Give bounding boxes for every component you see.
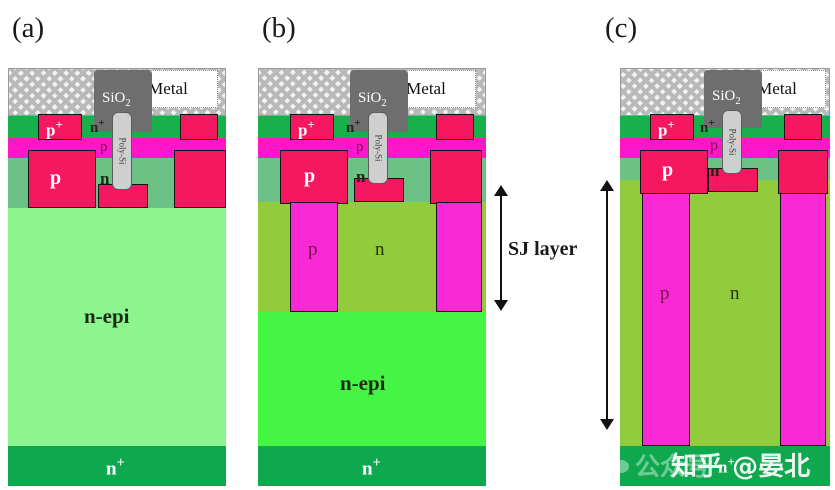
n-epi-region-b xyxy=(258,312,486,446)
pplus-contact-right-c xyxy=(784,114,822,140)
tag-p-strip-b: p xyxy=(356,139,364,155)
tag-pplus-a: p+ xyxy=(46,118,63,140)
tag-n-epi-b: n-epi xyxy=(340,371,386,395)
tag-pplus-b: p+ xyxy=(298,118,315,140)
tag-p-body-c: p xyxy=(662,159,674,181)
pplus-contact-right-a xyxy=(180,114,218,140)
tag-sj-p-c: p xyxy=(660,283,670,304)
pplus-contact-c xyxy=(650,114,694,140)
arrow-shaft-c xyxy=(606,189,608,421)
arrow-head-down-c xyxy=(600,419,614,430)
panel-b: (b) Metal SiO2 Poly-Si p+ n+ p p n p n n… xyxy=(250,0,500,490)
arrow-head-down-b xyxy=(494,300,508,311)
tag-p-body-a: p xyxy=(50,167,62,189)
p-body-box-right-b xyxy=(430,150,482,204)
p-body-box-a xyxy=(28,150,96,208)
n-epi-region-a xyxy=(8,208,226,446)
nplus-substrate-c xyxy=(620,446,830,486)
sj-p-pillar-left-b xyxy=(290,202,338,312)
p-body-box-right-c xyxy=(778,150,828,194)
tag-sj-p-b: p xyxy=(308,239,318,260)
oxide-label-text-b: SiO2 xyxy=(358,90,387,109)
arrow-head-up-b xyxy=(494,185,508,196)
tag-substrate-a: n+ xyxy=(106,455,125,480)
p-body-box-right-a xyxy=(174,150,226,208)
arrow-head-up-c xyxy=(600,180,614,191)
sj-p-pillar-right-b xyxy=(436,202,482,312)
tag-nplus-top-a: n+ xyxy=(90,117,105,136)
oxide-label-a: SiO2 xyxy=(102,90,131,109)
tag-p-strip-c: p xyxy=(710,137,718,154)
arrow-shaft-b xyxy=(500,194,502,302)
tag-n-region-b: n xyxy=(356,167,366,186)
sj-p-pillar-right-c xyxy=(780,150,826,446)
panel-c: (c) Metal SiO2 Poly-Si p+ n+ p p n p xyxy=(500,0,835,490)
nplus-substrate-a xyxy=(8,446,226,486)
tag-substrate-c: n+ xyxy=(718,455,735,477)
device-cross-section-b: Metal SiO2 Poly-Si p+ n+ p p n p n n-epi… xyxy=(258,68,486,486)
nplus-substrate-b xyxy=(258,446,486,486)
pplus-contact-right-b xyxy=(436,114,474,140)
sj-layer-label: SJ layer xyxy=(508,238,578,260)
tag-n-region-c: n xyxy=(710,161,720,180)
panel-b-label: (b) xyxy=(262,12,296,44)
poly-si-gate-b: Poly-Si xyxy=(368,112,388,184)
tag-n-region-a: n xyxy=(100,169,110,188)
sj-layer-arrow-c xyxy=(598,180,616,430)
gate-label-b: Poly-Si xyxy=(373,134,384,162)
poly-si-gate-c: Poly-Si xyxy=(722,110,742,174)
tag-sj-n-b: n xyxy=(375,239,385,260)
gate-label-a: Poly-Si xyxy=(117,137,128,165)
panel-a: (a) Metal SiO2 Poly-Si p+ n+ xyxy=(0,0,250,490)
metal-label-a: Metal xyxy=(118,70,218,108)
tag-substrate-b: n+ xyxy=(362,455,381,480)
tag-nplus-top-b: n+ xyxy=(346,117,361,136)
oxide-label-c: SiO2 xyxy=(712,88,741,107)
tag-sj-n-c: n xyxy=(730,283,740,304)
panel-a-label: (a) xyxy=(12,12,45,44)
device-cross-section-c: Metal SiO2 Poly-Si p+ n+ p p n p n n+ xyxy=(620,68,830,486)
panel-c-label: (c) xyxy=(605,12,638,44)
p-body-box-b xyxy=(280,150,348,204)
tag-p-body-b: p xyxy=(304,165,316,187)
sj-p-pillar-left-c xyxy=(642,150,690,446)
poly-si-gate-a: Poly-Si xyxy=(112,112,132,190)
sj-layer-arrow-b xyxy=(492,185,510,311)
oxide-label-b: SiO2 xyxy=(358,90,387,109)
oxide-label-text-a: SiO2 xyxy=(102,90,131,109)
pplus-contact-a xyxy=(38,114,82,140)
p-body-box-c xyxy=(640,150,708,194)
oxide-label-text-c: SiO2 xyxy=(712,88,741,107)
tag-pplus-c: p+ xyxy=(658,118,675,140)
gate-label-c: Poly-Si xyxy=(727,128,738,156)
device-cross-section-a: Metal SiO2 Poly-Si p+ n+ p p n xyxy=(8,68,226,486)
tag-p-strip-a: p xyxy=(100,139,108,155)
tag-n-epi-a: n-epi xyxy=(84,304,130,328)
pplus-contact-b xyxy=(290,114,334,140)
tag-nplus-top-c: n+ xyxy=(700,117,715,136)
